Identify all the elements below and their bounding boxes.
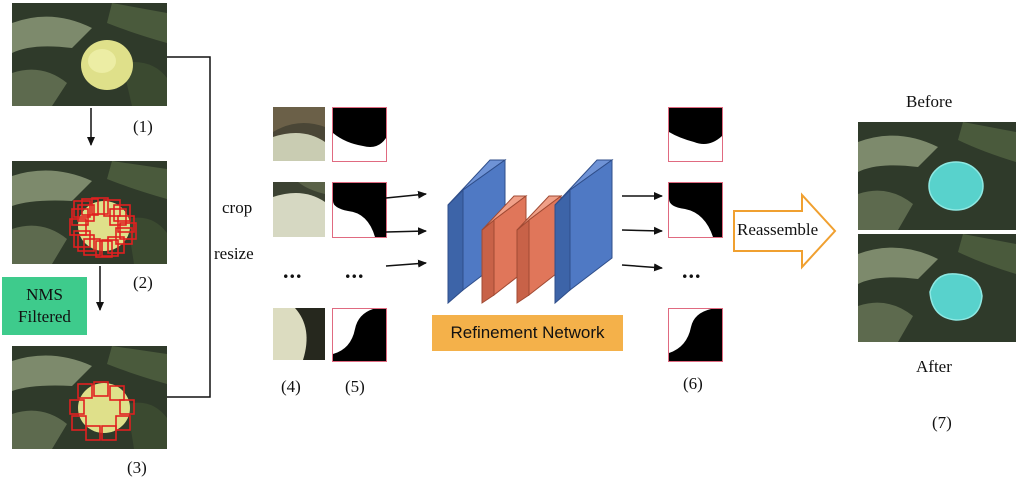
arrow-in-1 xyxy=(385,190,427,199)
refined-mask-2 xyxy=(668,182,723,238)
detected-photo-2 xyxy=(12,161,167,264)
crop-thumbnail-n xyxy=(273,308,325,360)
step-label-7: (7) xyxy=(932,413,952,432)
arrow-in-2 xyxy=(385,227,427,236)
step-label-1: (1) xyxy=(133,117,153,136)
step-label-3: (3) xyxy=(127,458,147,477)
input-photo-1 xyxy=(12,3,167,106)
crop-thumbnail-1 xyxy=(273,107,325,161)
after-label: After xyxy=(916,357,952,376)
ellipsis-crops: ... xyxy=(283,258,303,283)
filtered-photo-3 xyxy=(12,346,167,449)
step-label-6: (6) xyxy=(683,374,703,393)
refinement-network-label: Refinement Network xyxy=(432,315,623,351)
refined-mask-n xyxy=(668,308,723,362)
network-layer-blue-2 xyxy=(554,159,614,305)
step-label-5: (5) xyxy=(345,377,365,396)
merge-bracket xyxy=(167,56,211,398)
mask-thumbnail-n xyxy=(332,308,387,362)
arrow-out-3 xyxy=(621,263,663,272)
crop-label: crop xyxy=(222,198,253,217)
step-label-2: (2) xyxy=(133,273,153,292)
mask-thumbnail-1 xyxy=(332,107,387,162)
resize-label: resize xyxy=(214,244,254,263)
refined-mask-1 xyxy=(668,107,723,162)
arrow-out-2 xyxy=(621,226,663,235)
ellipsis-masks: ... xyxy=(345,258,365,283)
before-photo xyxy=(858,122,1016,230)
nms-filtered-label: NMS Filtered xyxy=(2,277,87,335)
arrow-in-3 xyxy=(385,259,427,268)
crop-thumbnail-2 xyxy=(273,182,325,237)
reassemble-label: Reassemble xyxy=(737,220,819,239)
after-photo xyxy=(858,234,1016,342)
ellipsis-outputs: ... xyxy=(682,258,702,283)
step-label-4: (4) xyxy=(281,377,301,396)
reassemble-arrow xyxy=(733,192,837,270)
before-label: Before xyxy=(906,92,953,111)
mask-thumbnail-2 xyxy=(332,182,387,238)
